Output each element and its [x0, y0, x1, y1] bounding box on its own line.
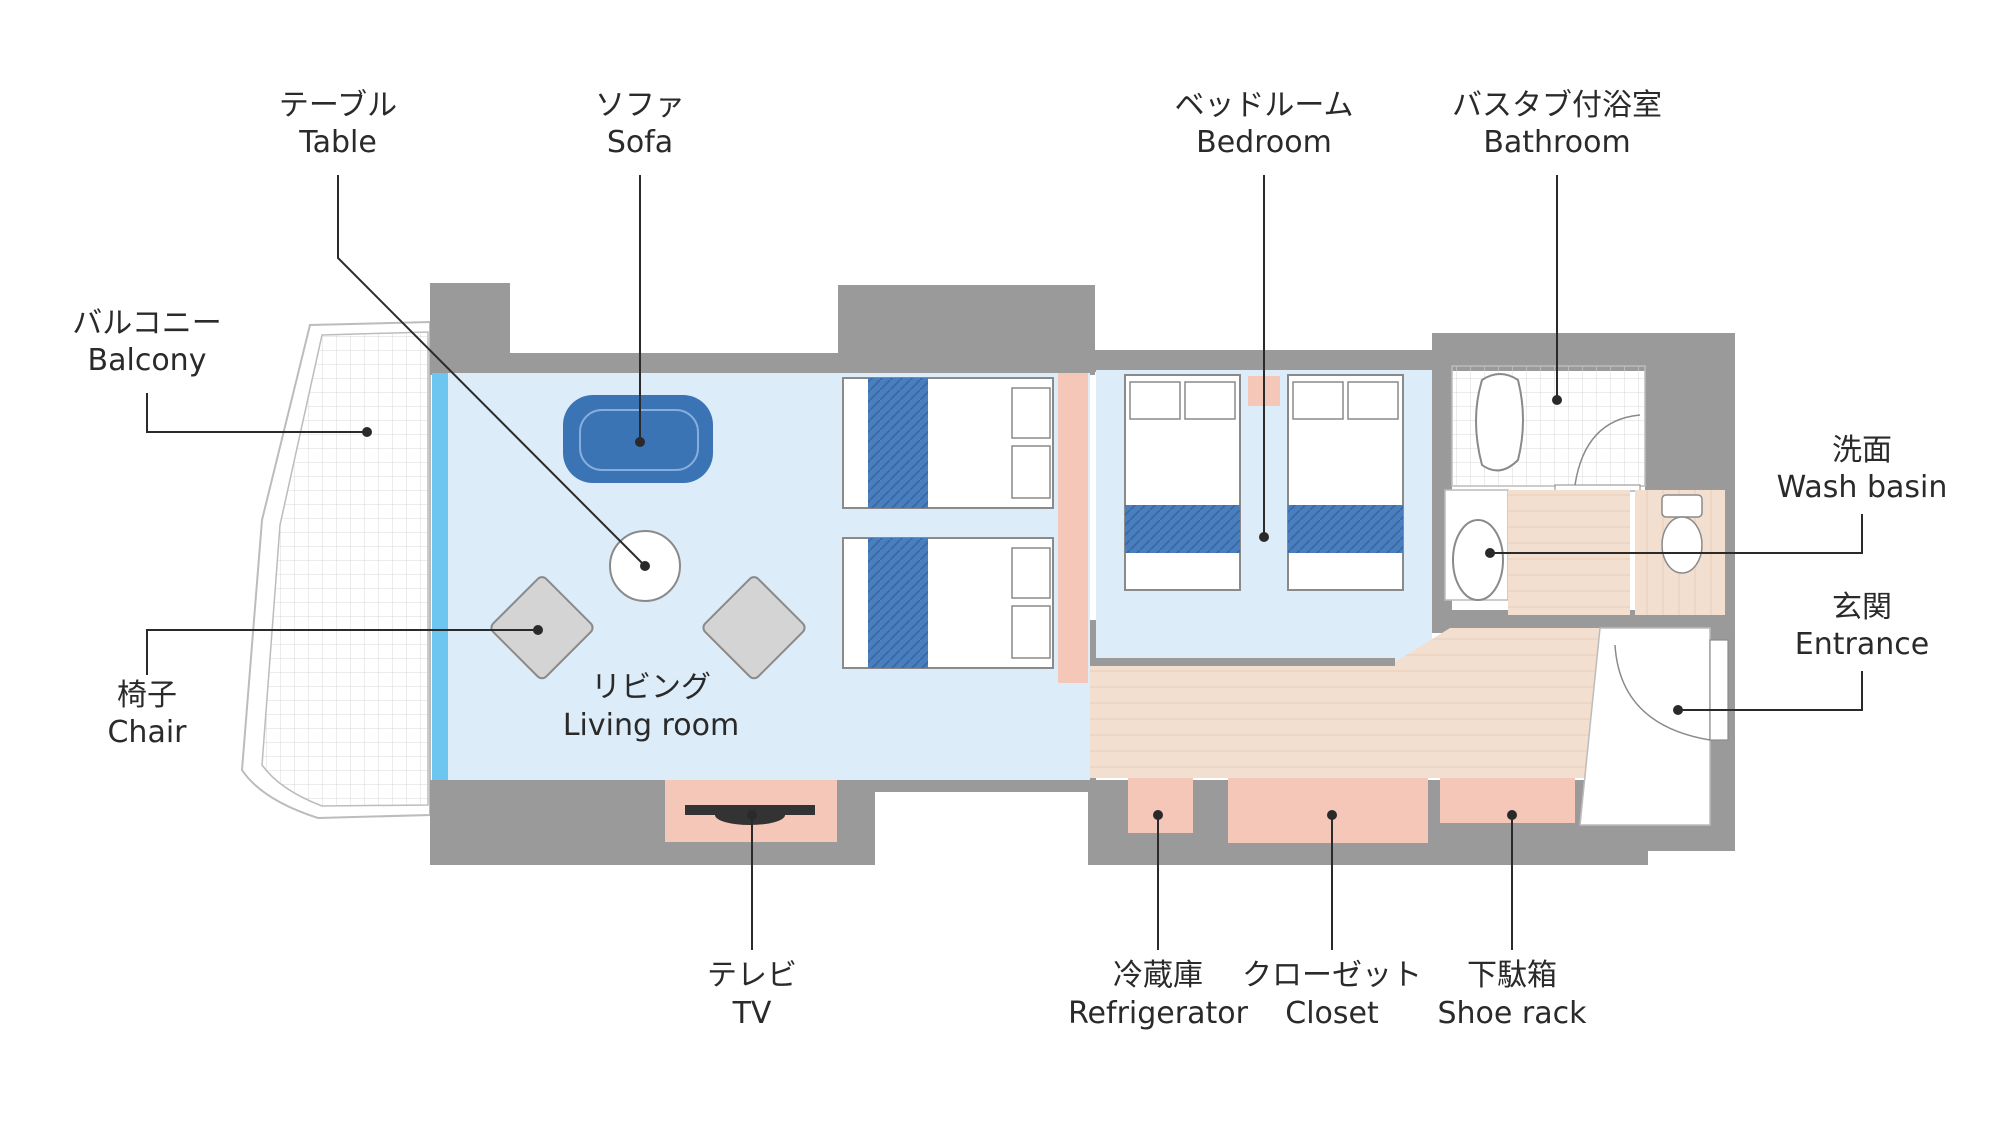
tv-label-jp: テレビ	[707, 958, 797, 993]
chair-label-en: Chair	[107, 715, 187, 750]
table-label-jp: テーブル	[279, 88, 397, 123]
bathroom	[1451, 365, 1646, 492]
label-balcony: バルコニー Balcony	[72, 306, 372, 437]
partition	[1058, 373, 1088, 683]
closet-label-jp: クローゼット	[1242, 958, 1422, 993]
bedroom-beds	[1124, 374, 1404, 591]
label-chair: 椅子 Chair	[107, 625, 543, 750]
table-label-en: Table	[298, 125, 377, 160]
wash-basin-label-jp: 洗面	[1832, 433, 1892, 468]
balcony-label-en: Balcony	[88, 343, 207, 378]
living-beds	[842, 377, 1054, 669]
refrigerator-label-en: Refrigerator	[1068, 996, 1249, 1031]
sofa-label-jp: ソファ	[595, 88, 685, 123]
label-shoe-rack: 下駄箱 Shoe rack	[1438, 810, 1588, 1031]
entrance-area	[1579, 627, 1729, 826]
wash-basin-label-en: Wash basin	[1777, 470, 1948, 505]
tv-label-en: TV	[732, 996, 772, 1031]
shoe-rack-label-en: Shoe rack	[1438, 996, 1588, 1031]
chairs	[490, 576, 806, 680]
bedroom-label-en: Bedroom	[1196, 125, 1332, 160]
label-wash-basin: 洗面 Wash basin	[1485, 433, 1947, 558]
label-living-room: リビング Living room	[563, 670, 739, 743]
bathroom-label-en: Bathroom	[1483, 125, 1630, 160]
label-entrance: 玄関 Entrance	[1673, 590, 1929, 715]
bedroom-label-jp: ベッドルーム	[1174, 88, 1353, 123]
living-room-label-en: Living room	[563, 708, 739, 743]
sofa-label-en: Sofa	[607, 125, 673, 160]
label-closet: クローゼット Closet	[1242, 810, 1422, 1031]
bathroom-label-jp: バスタブ付浴室	[1452, 88, 1662, 123]
balcony	[240, 320, 431, 820]
label-table: テーブル Table	[279, 88, 650, 571]
label-sofa: ソファ Sofa	[595, 88, 685, 447]
hall-wall-top	[1090, 658, 1395, 666]
label-tv: テレビ TV	[707, 810, 797, 1031]
refrigerator-label-jp: 冷蔵庫	[1113, 958, 1203, 993]
closet-label-en: Closet	[1285, 996, 1379, 1031]
shoe-rack-label-jp: 下駄箱	[1467, 958, 1557, 993]
label-bedroom: ベッドルーム Bedroom	[1174, 88, 1354, 542]
chair-label-jp: 椅子	[117, 678, 177, 713]
balcony-label-jp: バルコニー	[72, 306, 221, 341]
label-bathroom: バスタブ付浴室 Bathroom	[1452, 88, 1662, 405]
living-room-label-jp: リビング	[591, 670, 711, 705]
entrance-label-en: Entrance	[1795, 627, 1929, 662]
label-refrigerator: 冷蔵庫 Refrigerator	[1068, 810, 1249, 1031]
entrance-label-jp: 玄関	[1832, 590, 1892, 625]
